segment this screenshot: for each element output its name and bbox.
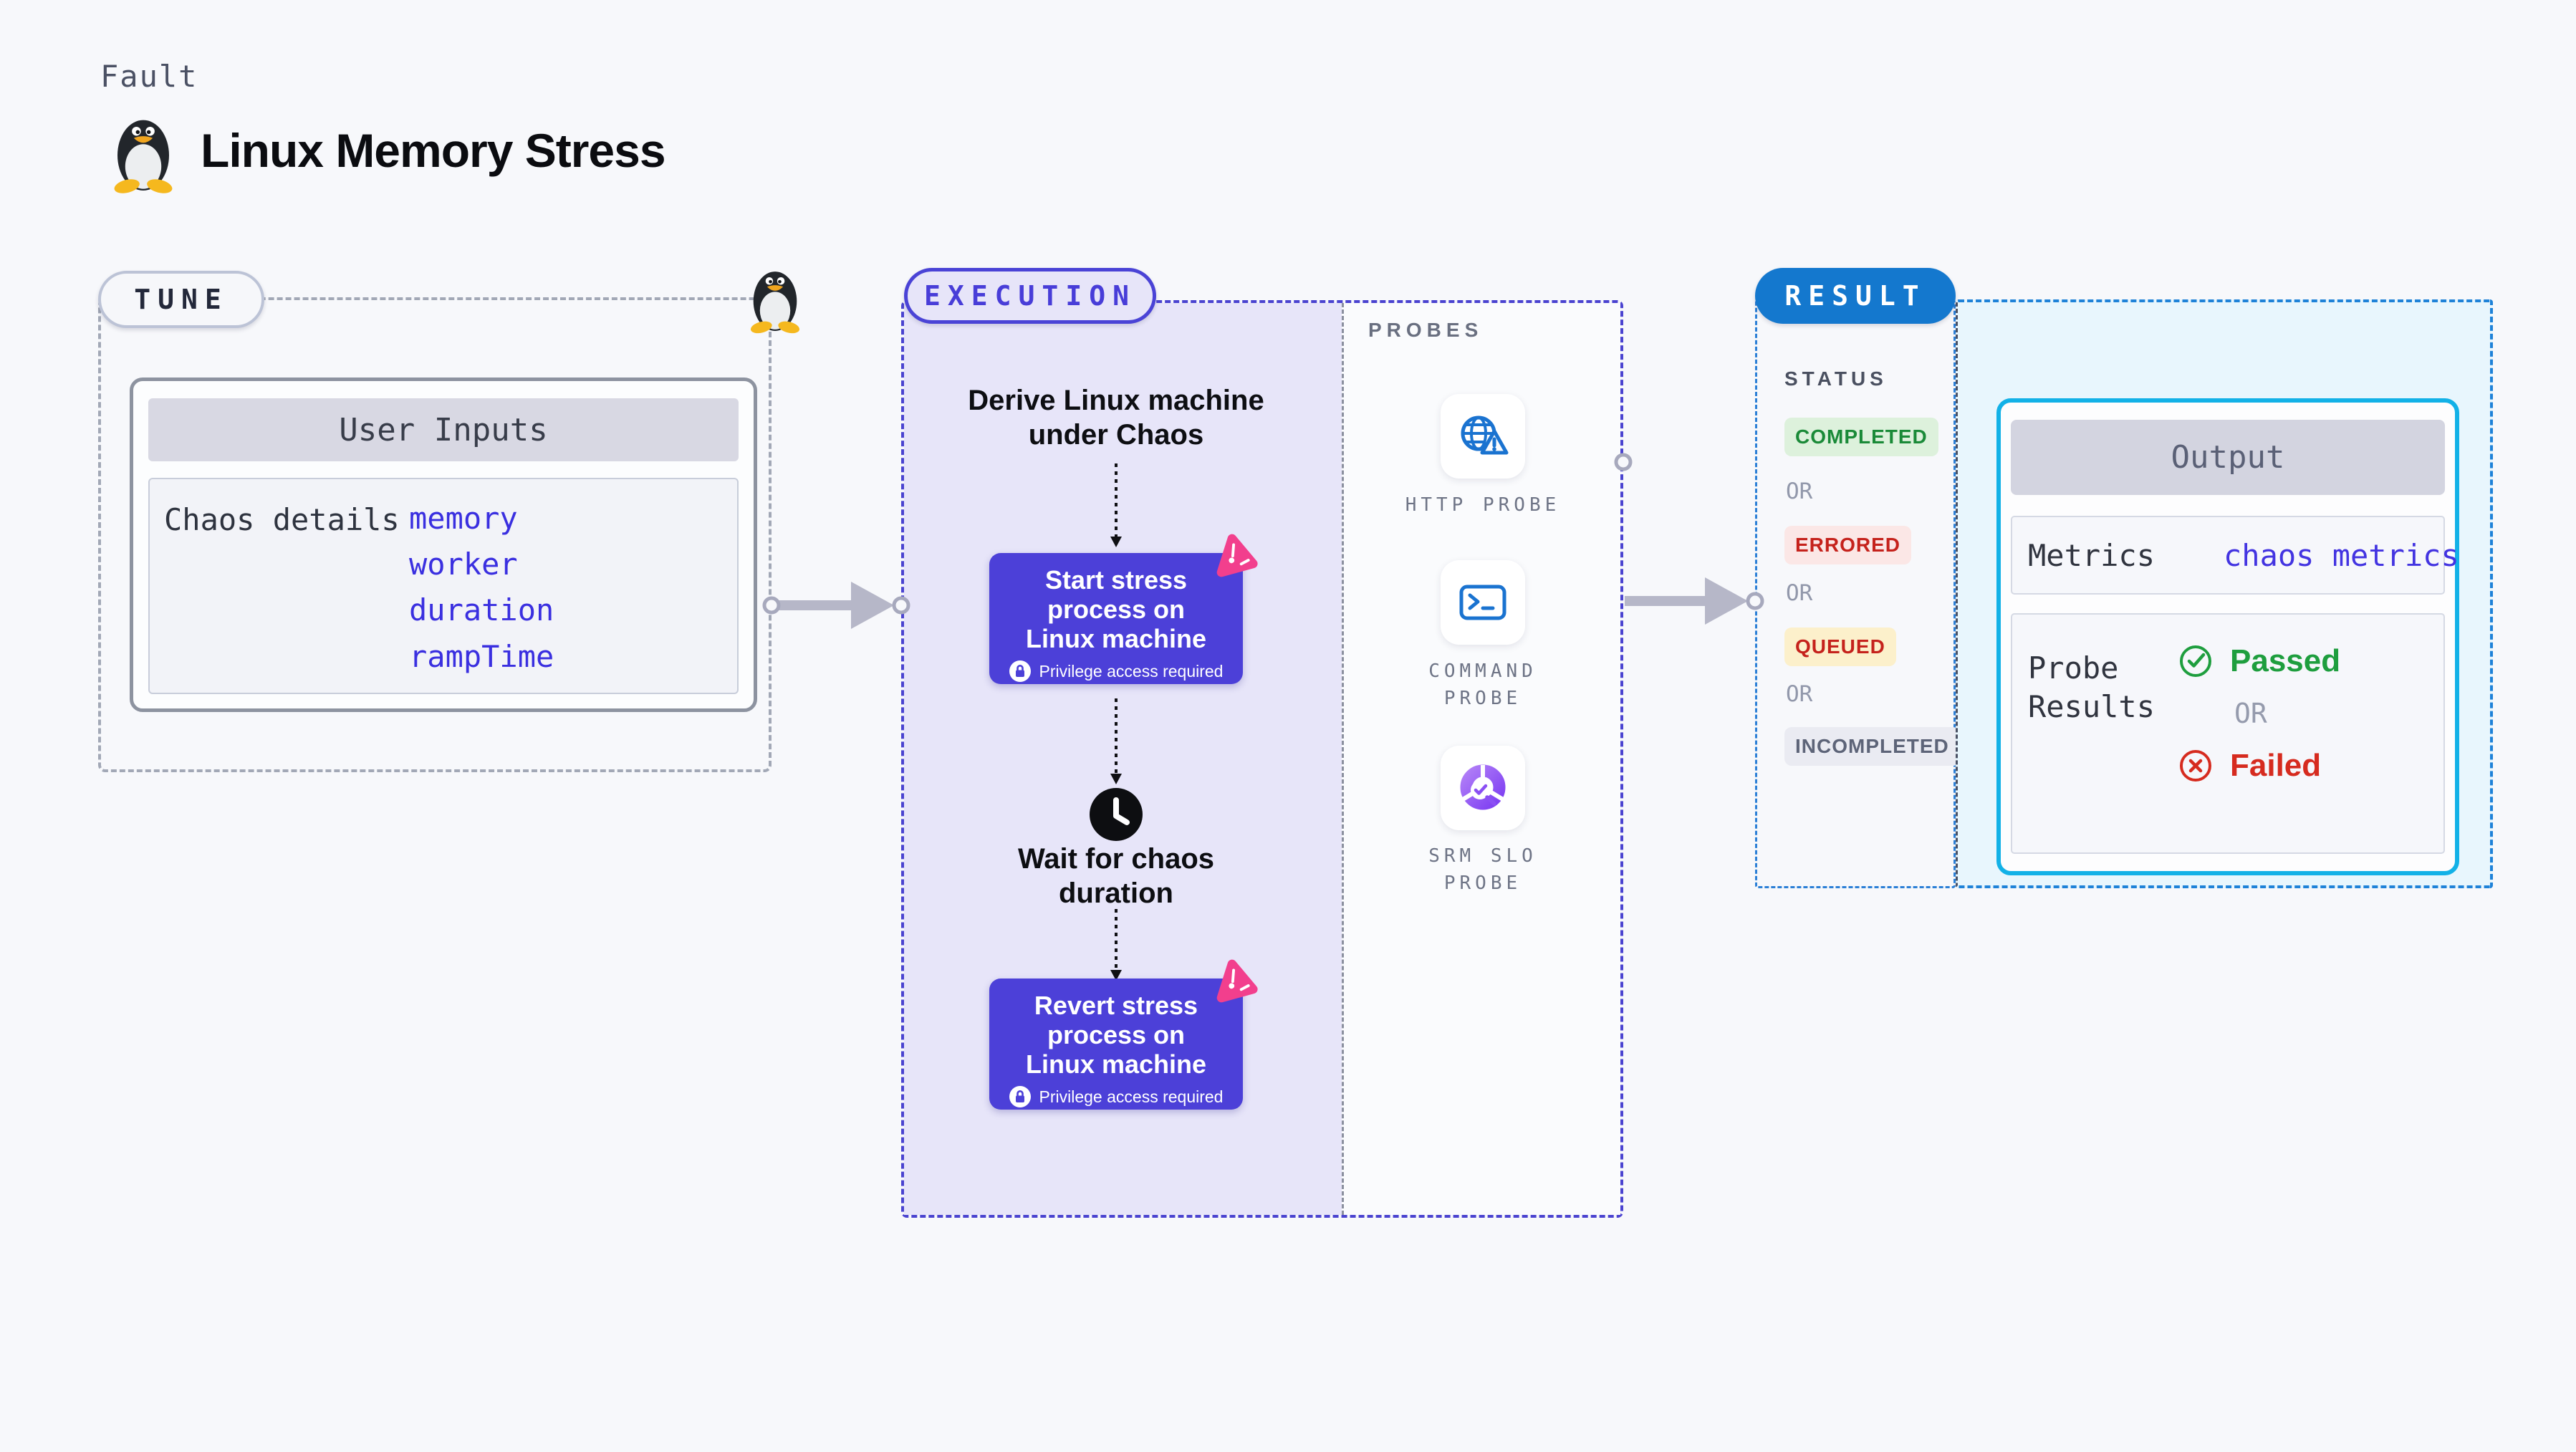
chaos-metrics-link[interactable]: chaos metrics — [2224, 537, 2459, 573]
srm-slo-probe-card — [1441, 746, 1525, 830]
or-separator: OR — [2234, 698, 2267, 729]
chaos-fault-icon — [1209, 955, 1259, 1005]
probes-section-label: PROBES — [1368, 319, 1484, 341]
or-separator: OR — [1786, 580, 1813, 606]
srm-slo-probe-label: SRM SLO PROBE — [1428, 845, 1537, 894]
link-memory[interactable]: memory — [409, 501, 518, 536]
connector-dot — [762, 596, 781, 615]
x-circle-icon — [2180, 750, 2211, 782]
linux-penguin-icon — [112, 120, 174, 195]
connector-dot — [1614, 453, 1633, 471]
flow-arrow-down — [1110, 463, 1122, 547]
privilege-note: Privilege access required — [1039, 1087, 1224, 1106]
status-badge-errored: ERRORED — [1784, 526, 1912, 564]
lock-icon — [1009, 1086, 1031, 1107]
node-title: Revert stress process on Linux machine — [1025, 991, 1207, 1079]
status-badge-queued: QUEUED — [1784, 628, 1896, 666]
chaos-details-label: Chaos details — [164, 502, 400, 537]
or-separator: OR — [1786, 681, 1813, 707]
connector-dot — [1746, 592, 1764, 610]
flow-arrow-down — [1110, 698, 1122, 784]
check-circle-icon — [2180, 645, 2211, 677]
status-badge-incompleted: INCOMPLETED — [1784, 727, 1960, 766]
probe-results-row: Probe Results Passed OR — [2011, 613, 2445, 854]
user-inputs-header: User Inputs — [148, 398, 739, 461]
http-probe-card — [1441, 394, 1525, 479]
slo-pie-icon — [1460, 764, 1506, 810]
wait-step-label: Wait for chaos duration — [1017, 843, 1215, 909]
link-worker[interactable]: worker — [409, 547, 518, 582]
lock-icon — [1009, 660, 1031, 682]
node-title: Start stress process on Linux machine — [1025, 565, 1207, 653]
output-header: Output — [2011, 420, 2445, 495]
chaos-details-row: Chaos details memory worker duration ram… — [148, 478, 739, 694]
user-inputs-card: User Inputs Chaos details memory worker … — [130, 378, 757, 712]
derive-step-label: Derive Linux machine under Chaos — [968, 385, 1264, 451]
linux-penguin-icon — [749, 271, 801, 335]
status-label: STATUS — [1784, 367, 1888, 390]
link-rampTime[interactable]: rampTime — [409, 639, 554, 674]
metrics-row: Metrics chaos metrics — [2011, 516, 2459, 595]
clock-icon — [1089, 787, 1143, 842]
execution-section: Derive Linux machine under Chaos Start s… — [901, 300, 1623, 1218]
passed-label: Passed — [2230, 643, 2341, 678]
execution-badge: EXECUTION — [904, 268, 1156, 324]
arrow-tune-to-execution — [775, 600, 851, 610]
probe-results-label: Probe Results — [2028, 650, 2156, 724]
arrow-execution-to-result — [1625, 596, 1705, 606]
start-stress-node: Start stress process on Linux machine Pr… — [989, 553, 1243, 684]
http-probe-label: HTTP PROBE — [1405, 494, 1561, 516]
command-probe-card — [1441, 560, 1525, 645]
arrowhead — [1705, 577, 1748, 625]
terminal-icon — [1459, 585, 1506, 620]
link-duration[interactable]: duration — [409, 592, 554, 628]
result-output-section: Output Metrics chaos metrics Probe Resul… — [1956, 299, 2493, 888]
globe-alert-icon — [1461, 415, 1509, 455]
connector-dot — [892, 596, 910, 615]
command-probe-label: COMMAND PROBE — [1428, 660, 1537, 709]
status-badge-completed: COMPLETED — [1784, 418, 1938, 456]
chaos-fault-icon — [1209, 529, 1259, 580]
metrics-label: Metrics — [2028, 537, 2156, 573]
output-card: Output Metrics chaos metrics Probe Resul… — [1996, 398, 2459, 875]
arrowhead — [851, 582, 894, 629]
flow-arrow-down — [1110, 909, 1122, 981]
result-badge: RESULT — [1755, 268, 1956, 324]
revert-stress-node: Revert stress process on Linux machine P… — [989, 979, 1243, 1110]
result-status-section: STATUS COMPLETED OR ERRORED OR QUEUED OR… — [1755, 299, 1960, 888]
or-separator: OR — [1786, 479, 1813, 504]
fault-kicker: Fault — [100, 59, 198, 94]
tune-badge: TUNE — [98, 271, 264, 328]
failed-label: Failed — [2230, 748, 2322, 783]
page-title: Linux Memory Stress — [201, 124, 666, 177]
privilege-note: Privilege access required — [1039, 661, 1224, 681]
tune-section: User Inputs Chaos details memory worker … — [98, 297, 772, 772]
